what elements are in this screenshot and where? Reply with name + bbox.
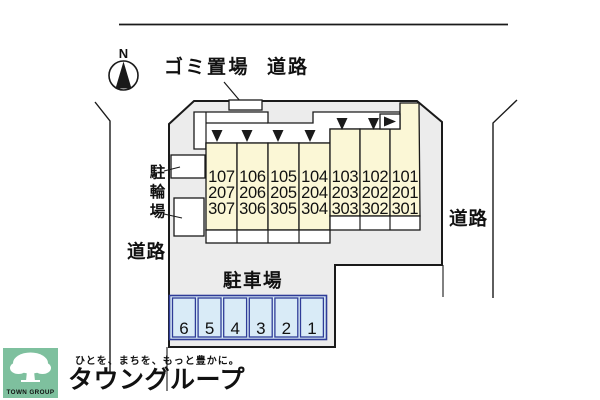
- room-numbers: 107 207 307 106 206 306 105 205 305 104 …: [208, 168, 419, 218]
- unit-cell-104: [298, 142, 331, 231]
- parking-lot: 6 5 4 3 2 1: [168, 294, 328, 341]
- unit-cells-left: [205, 142, 331, 244]
- tree-icon: [10, 352, 51, 382]
- entrance-arrow-right-icon: [384, 116, 396, 127]
- unit-cell-103: [329, 128, 361, 217]
- entrance-arrow-down-icon: [368, 118, 379, 130]
- unit-number: 302: [362, 200, 389, 218]
- entrance-arrow-down-icon: [304, 130, 316, 142]
- unit-number: 101: [392, 168, 419, 186]
- garbage-area-box: [228, 99, 263, 111]
- unit-number: 303: [332, 200, 359, 218]
- bicycle-leader-line: [163, 213, 183, 219]
- road-line-left: [94, 101, 111, 374]
- compass-needle-icon: [115, 61, 132, 89]
- unit-number: 107: [208, 168, 235, 186]
- unit-number: 103: [332, 168, 359, 186]
- unit-number: 201: [392, 184, 419, 202]
- parking-space: [171, 297, 197, 338]
- parking-space-number: 2: [282, 319, 291, 338]
- brand-logo-text: TOWN GROUP: [7, 389, 55, 396]
- parking-space-number: 4: [230, 319, 239, 338]
- unit-cell-105: [267, 142, 300, 231]
- unit-number: 205: [270, 184, 297, 202]
- parking-space-numbers: 6 5 4 3 2 1: [179, 319, 316, 338]
- unit-number: 105: [270, 168, 297, 186]
- parking-lot-label: 駐車場: [223, 270, 283, 291]
- parking-space: [274, 297, 299, 338]
- parking-space-number: 3: [256, 319, 265, 338]
- unit-number: 206: [239, 184, 266, 202]
- road-line-right: [492, 99, 518, 298]
- parking-space: [223, 297, 248, 338]
- company-logotype: タウングループ: [68, 366, 246, 394]
- unit-number: 307: [208, 200, 235, 218]
- unit-number: 204: [301, 184, 328, 202]
- unit-number: 207: [208, 184, 235, 202]
- road-label-top: 道路: [267, 55, 309, 78]
- garbage-area-label: ゴミ置場: [164, 55, 250, 78]
- entrance-arrow-down-icon: [272, 130, 284, 142]
- unit-number: 104: [301, 168, 328, 186]
- parking-space: [248, 297, 273, 338]
- unit-porch-strip-right: [329, 215, 421, 231]
- bicycle-leader-line: [163, 166, 181, 172]
- bicycle-parking-label: 駐輪場: [148, 163, 166, 223]
- unit-cells-right: [329, 102, 421, 231]
- unit-number: 202: [362, 184, 389, 202]
- road-label-right: 道路: [449, 208, 488, 229]
- entrance-arrow-down-icon: [336, 118, 348, 130]
- bicycle-parking-box: [170, 154, 206, 179]
- parking-space: [197, 297, 222, 338]
- compass-n-label: N: [119, 46, 128, 61]
- road-label-left: 道路: [127, 241, 166, 262]
- company-tagline: ひとを、まちを、もっと豊かに。: [75, 354, 240, 367]
- parking-space-number: 5: [205, 319, 214, 338]
- unit-number: 306: [239, 200, 266, 218]
- unit-number: 203: [332, 184, 359, 202]
- entrance-arrows: [211, 118, 379, 142]
- entrance-arrow-down-icon: [211, 130, 223, 142]
- unit-number: 305: [270, 200, 297, 218]
- brand-logo: TOWN GROUP: [3, 348, 58, 398]
- unit-number: 301: [392, 200, 419, 218]
- entrance-arrow-down-icon: [241, 130, 253, 142]
- unit-number: 106: [239, 168, 266, 186]
- parking-space-number: 1: [307, 319, 316, 338]
- north-compass: N: [108, 46, 139, 91]
- unit-number: 304: [301, 200, 328, 218]
- unit-number: 102: [362, 168, 389, 186]
- parking-space: [299, 297, 325, 338]
- parking-space-number: 6: [179, 319, 188, 338]
